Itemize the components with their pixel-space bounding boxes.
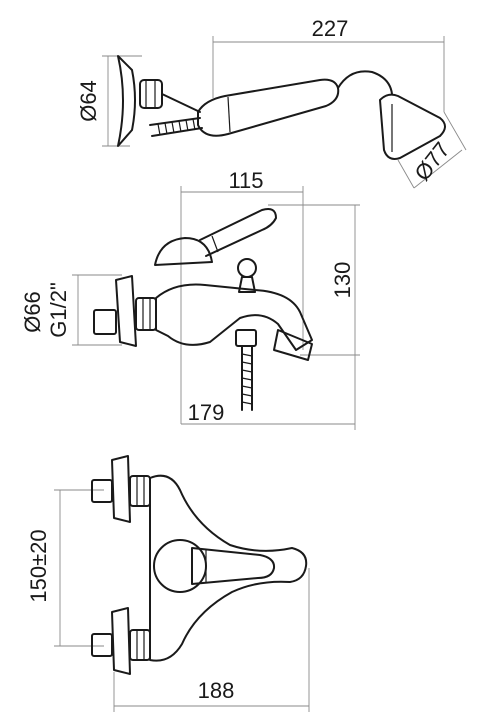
dim-label-150: 150±20 — [26, 529, 51, 602]
hose-upper — [149, 117, 201, 126]
diverter-knob — [237, 258, 257, 278]
connector-nut-top — [91, 479, 113, 503]
eccentric-bottom — [129, 629, 151, 661]
mixer-body — [155, 283, 313, 351]
shower-neck — [337, 70, 393, 95]
mixer-y-body — [149, 474, 308, 662]
holder-ring — [139, 79, 163, 109]
dim-line-d77 — [413, 149, 463, 189]
mixer-top-view: 150±20 188 — [26, 455, 310, 712]
mixer-side-view: 115 130 Ø66 G1/2" — [20, 168, 360, 430]
holder-flange — [117, 55, 136, 147]
lever-base — [154, 237, 213, 266]
dim-label-227: 227 — [312, 16, 349, 41]
ext-line-d77-right — [443, 111, 467, 151]
hose-nut — [235, 329, 257, 347]
connector-nut — [93, 309, 117, 335]
wall-flange-top — [111, 455, 131, 523]
shower-head — [379, 93, 446, 160]
dim-label-d77: Ø77 — [409, 137, 454, 185]
diverter-stem — [238, 276, 256, 293]
dim-label-115: 115 — [228, 168, 263, 193]
hand-shower-handle — [197, 78, 340, 137]
dim-label-130: 130 — [330, 262, 355, 299]
hand-shower-view: 227 Ø64 Ø77 — [76, 16, 467, 189]
wall-flange-bottom — [111, 607, 131, 675]
ext-line-d77 — [397, 159, 415, 189]
holder-arm — [161, 93, 201, 113]
dim-label-thread: G1/2" — [46, 282, 71, 338]
lever-band — [211, 235, 219, 253]
lever-handle — [199, 208, 277, 257]
dim-label-d66: Ø66 — [20, 291, 45, 333]
wall-flange — [115, 275, 137, 347]
hose-coils-side — [241, 353, 253, 405]
dim-label-188: 188 — [198, 678, 235, 703]
eccentric-ring — [135, 297, 157, 331]
hose-coils — [157, 118, 196, 136]
handle-band — [227, 96, 231, 133]
eccentric-top — [129, 475, 151, 507]
dim-label-179: 179 — [188, 400, 225, 425]
spout-outlet — [273, 329, 313, 361]
connector-nut-bottom — [91, 633, 113, 657]
dim-label-d64: Ø64 — [76, 80, 101, 122]
lever-handle-top — [191, 547, 276, 585]
